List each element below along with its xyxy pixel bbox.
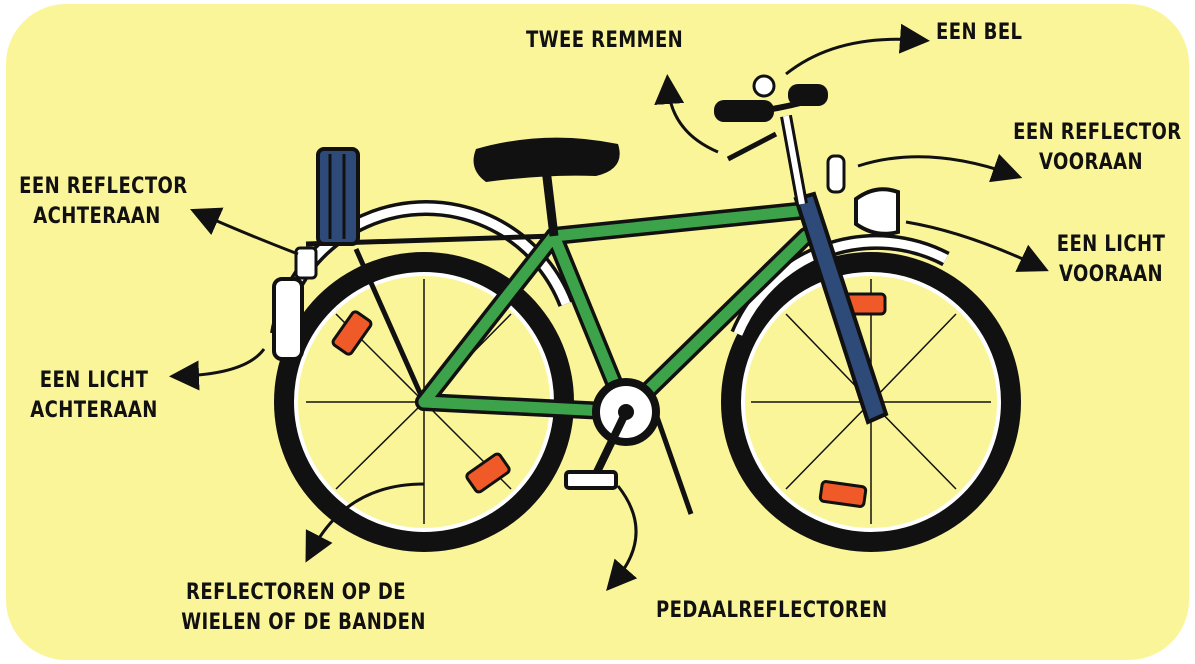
label-line: ACHTERAAN	[28, 396, 159, 426]
rear-light-icon	[274, 279, 302, 359]
label-line: EEN REFLECTOR	[19, 172, 175, 202]
saddle	[474, 138, 620, 182]
label-pedaalreflectoren: PEDAALREFLECTOREN	[656, 596, 887, 626]
label-line: EEN LICHT	[28, 366, 159, 396]
label-twee-remmen: TWEE REMMEN	[526, 26, 683, 56]
pedal-icon	[566, 472, 616, 488]
front-reflector-icon	[828, 156, 844, 192]
label-line: VOORAAN	[1013, 148, 1169, 178]
label-line: ACHTERAAN	[19, 202, 175, 232]
label-line: EEN REFLECTOR	[1013, 118, 1169, 148]
label-licht-vooraan: EEN LICHT VOORAAN	[1050, 230, 1173, 290]
rear-rack-reflector-icon	[318, 149, 358, 244]
label-reflector-vooraan: EEN REFLECTOR VOORAAN	[1013, 118, 1169, 178]
label-line: WIELEN OF DE BANDEN	[181, 608, 411, 638]
label-reflector-achteraan: EEN REFLECTOR ACHTERAAN	[19, 172, 175, 232]
label-line: EEN LICHT	[1050, 230, 1173, 260]
diagram-card: TWEE REMMEN EEN BEL EEN REFLECTOR VOORAA…	[6, 4, 1189, 660]
front-light-icon	[856, 189, 898, 234]
bell-icon	[754, 76, 774, 96]
label-line: REFLECTOREN OP DE	[181, 578, 411, 608]
bicycle-illustration	[6, 4, 1189, 660]
front-wheel-reflector-icon	[820, 481, 866, 507]
label-reflectoren-wielen: REFLECTOREN OP DE WIELEN OF DE BANDEN	[181, 578, 411, 638]
label-een-bel: EEN BEL	[936, 18, 1022, 48]
label-licht-achteraan: EEN LICHT ACHTERAAN	[28, 366, 159, 426]
label-line: VOORAAN	[1050, 260, 1173, 290]
